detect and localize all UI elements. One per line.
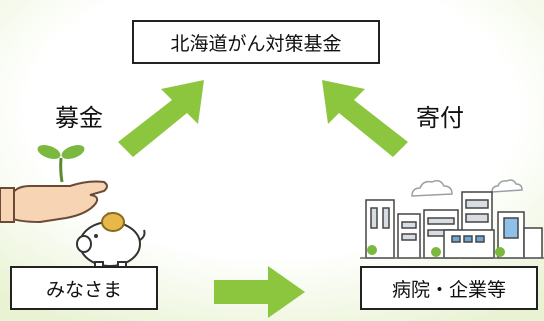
fund-label: 北海道がん対策基金: [170, 32, 342, 55]
flow-arrow: [214, 266, 305, 318]
public-label: みなさま: [45, 278, 122, 301]
city-buildings-icon: [360, 191, 544, 259]
gift-label: 寄付: [416, 104, 464, 132]
sprout-icon: [37, 145, 85, 183]
corporations-box: 病院・企業等: [360, 266, 538, 310]
coin-icon: [101, 212, 125, 232]
donation-label: 募金: [55, 104, 103, 132]
gift-arrow: [322, 80, 408, 157]
fund-box: 北海道がん対策基金: [132, 20, 380, 64]
donation-arrow: [118, 80, 204, 157]
public-box: みなさま: [10, 266, 158, 310]
hand-icon: [0, 180, 108, 224]
corporations-label: 病院・企業等: [391, 278, 506, 301]
cloud-icon: [411, 179, 523, 197]
